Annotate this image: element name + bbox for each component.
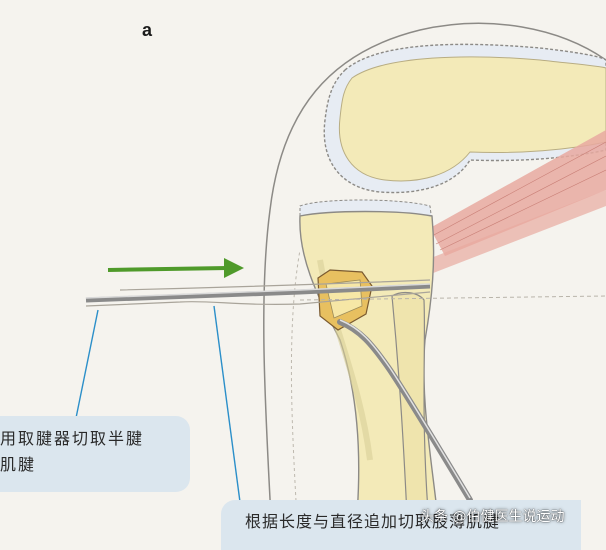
leader-line-bottom	[213, 305, 241, 503]
callout-left-line1: 用取腱器切取半腱	[0, 429, 145, 448]
tendon-strand	[85, 291, 431, 307]
curved-instrument	[337, 319, 473, 503]
callout-left-line2: 肌腱	[0, 455, 37, 474]
direction-arrow	[107, 266, 229, 272]
watermark: 头条 @伯健医生说运动	[420, 509, 565, 525]
tendon-stripper-highlight	[85, 283, 431, 299]
muscle-band	[400, 190, 606, 282]
tendon-strand	[299, 295, 606, 301]
direction-arrowhead	[224, 258, 244, 278]
femur-bone	[338, 56, 606, 182]
muscle-band-lines	[431, 141, 606, 251]
knee-illustration	[75, 22, 606, 537]
fibula-bone	[391, 291, 431, 537]
callout-semitendinosus: 用取腱器切取半腱 肌腱	[0, 416, 190, 492]
tendon-strand	[119, 279, 431, 291]
tendon-stripper	[85, 283, 431, 303]
panel-label: a	[142, 20, 153, 40]
leader-line-left	[75, 309, 99, 419]
curved-instrument-highlight	[339, 319, 471, 499]
leg-outline	[263, 22, 606, 537]
